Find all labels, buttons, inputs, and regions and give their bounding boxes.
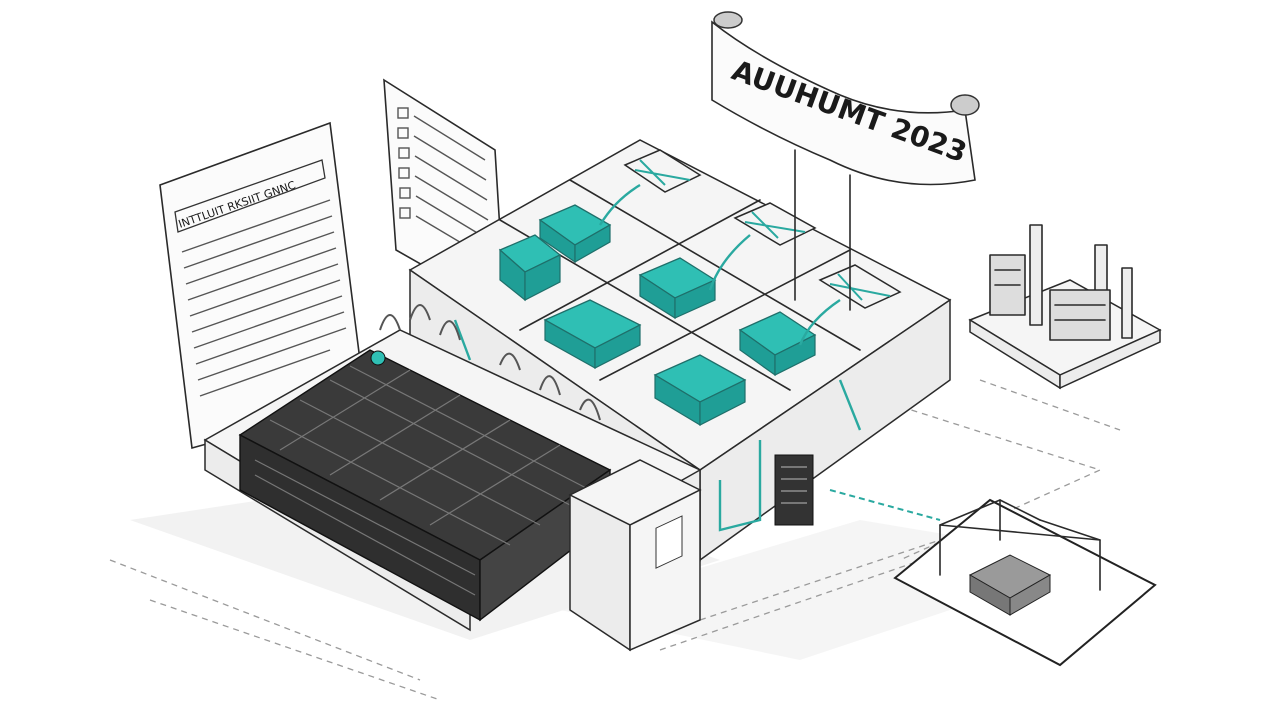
control-panel <box>774 454 814 526</box>
data-link <box>829 489 941 521</box>
teal-module <box>738 311 817 377</box>
document-text-lines <box>181 199 347 397</box>
teal-module <box>638 257 717 320</box>
teal-pipes <box>453 183 862 532</box>
cooling-modules <box>453 149 902 532</box>
pipe-unit <box>623 149 702 193</box>
teal-module <box>543 299 642 370</box>
teal-module <box>653 354 747 427</box>
teal-module <box>498 234 562 302</box>
factory-icon <box>968 224 1162 390</box>
server-cables <box>379 304 601 421</box>
control-cabinet <box>568 454 814 652</box>
teal-module <box>538 204 612 264</box>
status-light <box>370 350 386 366</box>
site-frame-icon <box>893 498 1157 667</box>
report-document: INTTLUIT RKSIIT GNNC <box>159 121 366 450</box>
